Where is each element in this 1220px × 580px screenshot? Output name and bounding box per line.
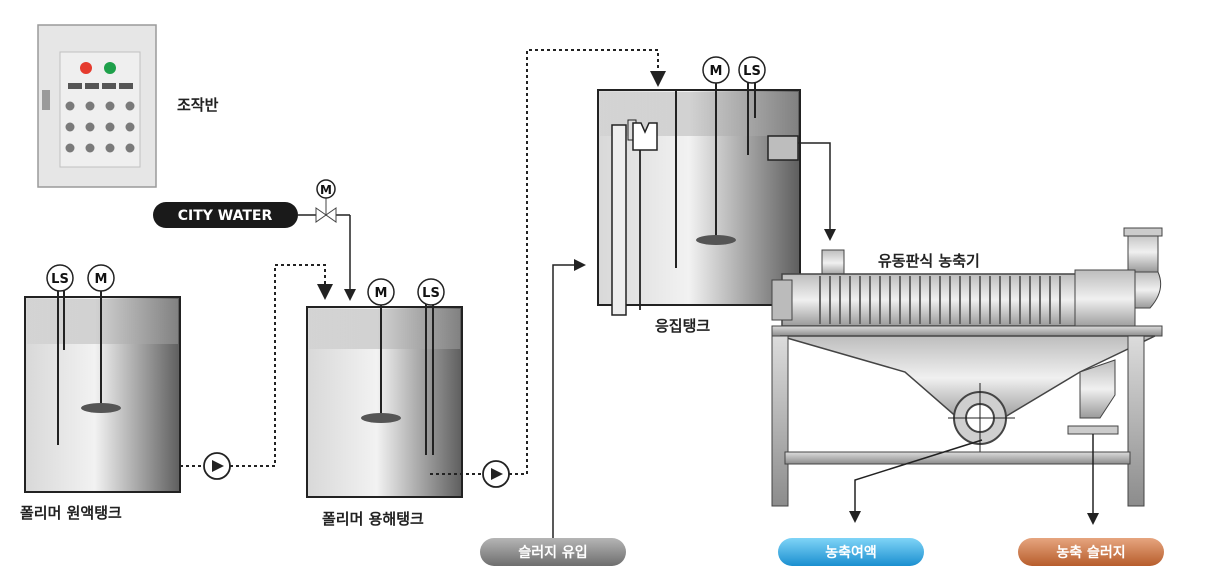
thickener-machine <box>771 227 1163 507</box>
water-valve: M <box>315 179 337 223</box>
tank2-label: 폴리머 용해탱크 <box>322 510 424 528</box>
filtrate-pill: 농축여액 <box>778 538 924 566</box>
coagulation-tank: M LS <box>597 56 801 316</box>
tank1-label: 폴리머 원액탱크 <box>20 504 122 522</box>
tank2-ls-label: LS <box>422 286 440 301</box>
tank1-ls-label: LS <box>51 272 69 287</box>
tank3-ls-label: LS <box>743 64 761 79</box>
pump-2-icon <box>482 460 510 488</box>
pump-1-icon <box>203 452 231 480</box>
control-panel-label: 조작반 <box>177 96 219 114</box>
polymer-stock-tank: LS M <box>24 264 181 493</box>
tank1-motor-label: M <box>95 272 108 287</box>
control-panel <box>37 24 157 188</box>
city-water-label: CITY WATER <box>178 208 273 224</box>
tank3-motor-label: M <box>710 64 723 79</box>
tank3-label: 응집탱크 <box>655 317 710 335</box>
sludge-inflow-label: 슬러지 유입 <box>518 545 587 561</box>
thickened-sludge-pill: 농축 슬러지 <box>1018 538 1164 566</box>
thickened-sludge-label: 농축 슬러지 <box>1056 545 1125 561</box>
city-water-pill: CITY WATER <box>153 202 298 228</box>
thickener-label: 유동판식 농축기 <box>878 252 980 270</box>
filtrate-label: 농축여액 <box>825 544 877 561</box>
polymer-dissolve-tank: M LS <box>306 278 463 498</box>
valve-motor-label: M <box>320 183 332 197</box>
sludge-inflow-pill: 슬러지 유입 <box>480 538 626 566</box>
tank2-motor-label: M <box>375 286 388 301</box>
